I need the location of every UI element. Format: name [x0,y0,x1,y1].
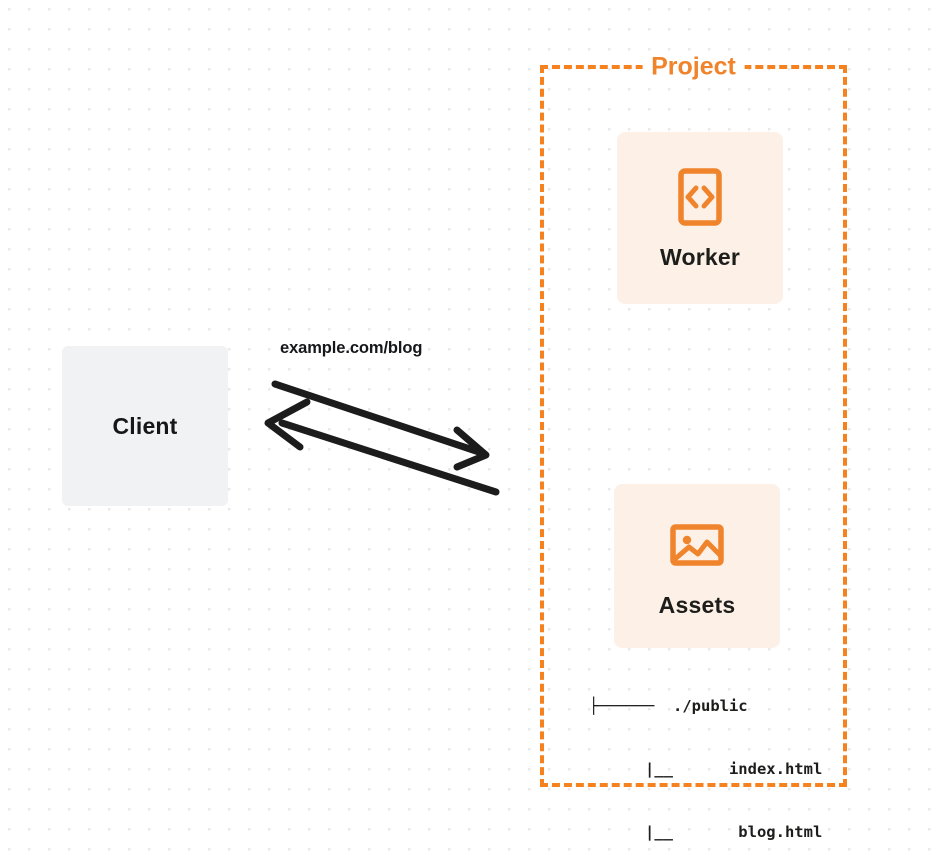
image-picture-icon [670,523,724,566]
client-label: Client [112,412,178,439]
file-tree-line: ├────── ./public [589,697,748,715]
code-brackets-icon [678,167,722,226]
request-response-arrows [264,380,500,496]
project-title: Project [642,54,745,80]
edge-label-url: example.com/blog [280,339,423,357]
worker-card[interactable]: Worker [617,132,783,304]
assets-label: Assets [658,591,736,618]
assets-file-tree: ├────── ./public |__ index.html |__ blog… [589,654,822,860]
worker-label: Worker [659,243,741,270]
project-container: Project Worker Assets ├────── ./public |… [540,54,847,841]
client-node[interactable]: Client [62,346,228,506]
file-tree-line: |__ index.html [589,760,823,778]
file-tree-line: |__ blog.html [589,823,823,841]
response-arrow-icon [264,398,500,496]
request-arrow-icon [271,380,490,471]
assets-card[interactable]: Assets [614,484,780,648]
